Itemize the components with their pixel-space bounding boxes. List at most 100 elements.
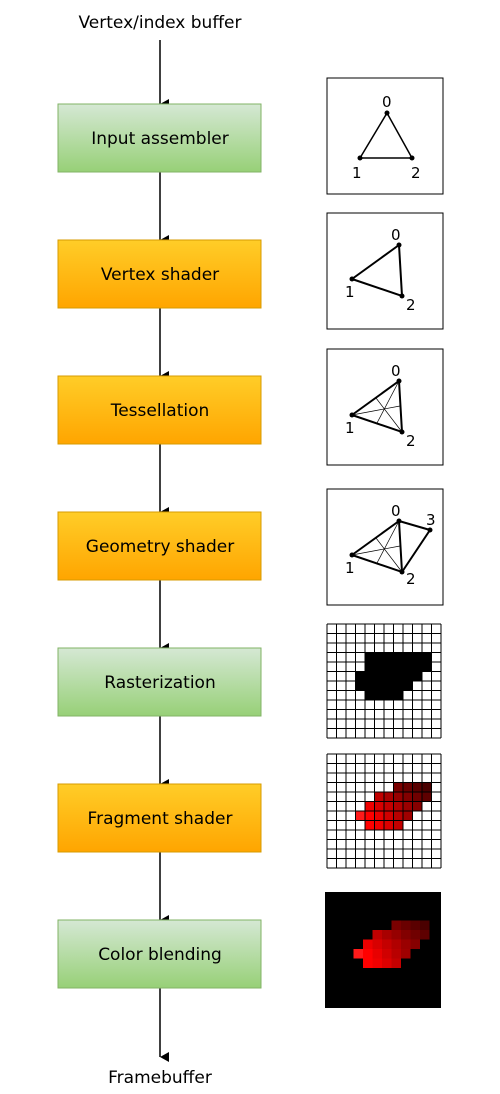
pixel-cell — [374, 662, 384, 672]
illustration-fragment-shader — [326, 753, 443, 870]
pixel-cell — [393, 671, 403, 681]
pixel-cell — [391, 949, 401, 959]
pixel-cell — [384, 662, 394, 672]
pixel-cell — [393, 782, 403, 792]
vertex-label-0: 0 — [382, 93, 392, 111]
pixel-cell — [412, 652, 422, 662]
pixel-cell — [374, 820, 384, 830]
pixel-cell — [412, 782, 422, 792]
vertex-label-2: 2 — [411, 164, 421, 182]
pixel-cell — [384, 671, 394, 681]
stage-label: Vertex shader — [101, 265, 219, 285]
illustration-geometry-shader: 0 1 2 3 — [326, 488, 444, 606]
pixel-cell — [374, 792, 384, 802]
pixel-cell — [355, 671, 365, 681]
pixel-cell — [374, 652, 384, 662]
stage-geometry-shader[interactable]: Geometry shader — [57, 511, 262, 581]
stage-label: Input assembler — [91, 129, 229, 149]
stage-tessellation[interactable]: Tessellation — [57, 375, 262, 445]
stage-label: Tessellation — [110, 401, 210, 421]
pixel-cell — [365, 690, 375, 700]
pixel-cell — [355, 681, 365, 691]
pixel-cell — [412, 792, 422, 802]
pixel-cell — [393, 801, 403, 811]
pixel-cell — [412, 671, 422, 681]
pixel-cell — [382, 930, 392, 940]
pixel-cell — [365, 652, 375, 662]
stage-rasterization[interactable]: Rasterization — [57, 647, 262, 717]
pixel-cell — [410, 930, 420, 940]
pixel-cell — [365, 671, 375, 681]
pixel-cell — [403, 681, 413, 691]
pixel-cell — [403, 671, 413, 681]
pixel-cell — [391, 920, 401, 930]
pixel-cell — [363, 939, 373, 949]
pixel-cell — [372, 949, 382, 959]
pixel-cell — [374, 811, 384, 821]
pixel-cell — [391, 958, 401, 968]
pixel-cell — [401, 939, 411, 949]
pixel-cell — [403, 662, 413, 672]
pixel-cell — [382, 939, 392, 949]
pixel-cell — [422, 792, 432, 802]
pixel-cell — [422, 782, 432, 792]
pixel-cell — [365, 801, 375, 811]
pixel-cell — [384, 801, 394, 811]
output-label: Framebuffer — [108, 1068, 212, 1088]
pixel-cell — [372, 939, 382, 949]
vertex-label-0: 0 — [391, 362, 401, 380]
pixel-cell — [412, 801, 422, 811]
pixel-cell — [382, 958, 392, 968]
pixel-cell — [384, 811, 394, 821]
stage-color-blending[interactable]: Color blending — [57, 919, 262, 989]
illustration-input-assembler: 0 1 2 — [326, 77, 444, 195]
stage-label: Geometry shader — [86, 537, 234, 557]
pixel-cell — [363, 958, 373, 968]
pixel-cell — [393, 652, 403, 662]
pixel-cell — [393, 690, 403, 700]
pixel-cell — [420, 920, 430, 930]
pixel-cell — [384, 690, 394, 700]
illustration-tessellation: 0 1 2 — [326, 348, 444, 466]
vertex-label-1: 1 — [345, 419, 355, 437]
vertex-label-1: 1 — [352, 164, 362, 182]
pixel-cell — [384, 820, 394, 830]
pixel-cell — [374, 671, 384, 681]
pixel-cell — [384, 792, 394, 802]
pixel-cell — [374, 801, 384, 811]
pixel-cell — [391, 930, 401, 940]
stage-input-assembler[interactable]: Input assembler — [57, 103, 262, 173]
pixel-cell — [401, 949, 411, 959]
pixel-cell — [391, 939, 401, 949]
pixel-cell — [365, 820, 375, 830]
pixel-cell — [384, 681, 394, 691]
pixel-cell — [393, 811, 403, 821]
pixel-cell — [393, 820, 403, 830]
pixel-cell — [422, 662, 432, 672]
pixel-cell — [410, 920, 420, 930]
pixel-cell — [393, 792, 403, 802]
stage-label: Fragment shader — [88, 809, 233, 829]
stage-fragment-shader[interactable]: Fragment shader — [57, 783, 262, 853]
pixel-cell — [363, 949, 373, 959]
pixel-cell — [410, 939, 420, 949]
pixel-cell — [403, 782, 413, 792]
pixel-cell — [422, 652, 432, 662]
vertex-label-0: 0 — [391, 502, 401, 520]
illustration-vertex-shader: 0 1 2 — [326, 212, 444, 330]
vertex-label-1: 1 — [345, 283, 355, 301]
pixel-cell — [365, 681, 375, 691]
pixel-cell — [374, 681, 384, 691]
pixel-cell — [384, 652, 394, 662]
vertex-label-0: 0 — [391, 226, 401, 244]
pixel-cell — [365, 811, 375, 821]
pixel-cell — [403, 801, 413, 811]
pixel-cell — [401, 930, 411, 940]
vertex-label-2: 2 — [406, 296, 416, 314]
pixel-cell — [403, 811, 413, 821]
stage-vertex-shader[interactable]: Vertex shader — [57, 239, 262, 309]
pixel-cell — [372, 958, 382, 968]
pixel-cell — [382, 949, 392, 959]
pixel-cell — [401, 920, 411, 930]
